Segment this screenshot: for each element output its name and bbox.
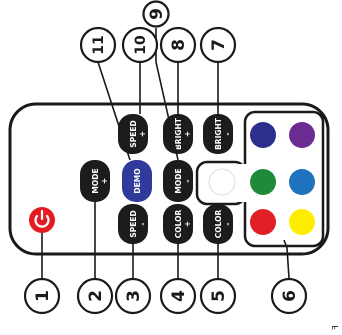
color-plus-label: COLOR: [174, 210, 183, 239]
bright-plus-label: BRIGHT: [174, 117, 183, 150]
callout-11: 11: [79, 26, 117, 64]
svg-text:9: 9: [147, 8, 167, 20]
callout-2: 2: [76, 277, 114, 315]
blue-key[interactable]: [250, 122, 276, 148]
callout-3: 3: [114, 277, 152, 315]
power-button[interactable]: [29, 207, 55, 233]
speed-plus-label: SPEED: [129, 120, 138, 147]
light-blue-key[interactable]: [289, 169, 315, 195]
mode-plus-label: MODE: [91, 168, 100, 193]
svg-text:2: 2: [86, 290, 106, 302]
speed-plus-sign: +: [138, 131, 147, 137]
speed-minus-label: SPEED: [129, 210, 138, 237]
bright-minus-label: BRIGHT: [214, 117, 223, 150]
bright-plus-sign: +: [183, 131, 192, 137]
color-minus-label: COLOR: [214, 210, 223, 239]
bright-plus-button[interactable]: BRIGHT +: [163, 114, 193, 154]
callout-1: 1: [23, 277, 61, 315]
color-minus-button[interactable]: COLOR -: [203, 204, 233, 244]
svg-text:6: 6: [280, 290, 300, 302]
callout-4: 4: [159, 277, 197, 315]
speed-minus-sign: -: [138, 222, 147, 225]
svg-text:3: 3: [124, 290, 144, 302]
svg-text:11: 11: [91, 35, 107, 54]
bright-minus-button[interactable]: BRIGHT -: [203, 114, 233, 154]
color-minus-sign: -: [223, 222, 232, 225]
power-icon: [34, 214, 50, 228]
corner-mark: ꟻ: [331, 325, 340, 330]
callout-5: 5: [199, 277, 237, 315]
yellow-key[interactable]: [289, 209, 315, 235]
callout-9: 9: [142, 0, 170, 28]
demo-label: DEMO: [133, 168, 142, 193]
callout-8: 8: [159, 26, 197, 64]
green-key[interactable]: [250, 169, 276, 195]
mode-plus-button[interactable]: MODE +: [80, 160, 110, 202]
svg-text:1: 1: [33, 290, 53, 302]
demo-button[interactable]: DEMO: [122, 160, 152, 202]
svg-text:5: 5: [209, 290, 229, 302]
callout-7: 7: [199, 26, 237, 64]
purple-key[interactable]: [289, 122, 315, 148]
color-plus-button[interactable]: COLOR +: [163, 204, 193, 244]
mode-plus-sign: +: [100, 178, 109, 184]
white-key[interactable]: [208, 168, 236, 196]
svg-text:8: 8: [169, 39, 189, 51]
speed-minus-button[interactable]: SPEED -: [118, 204, 148, 244]
red-key[interactable]: [250, 209, 276, 235]
svg-text:10: 10: [133, 35, 149, 55]
mode-minus-button[interactable]: MODE -: [163, 160, 193, 202]
speed-plus-button[interactable]: SPEED +: [118, 114, 148, 154]
svg-text:4: 4: [169, 290, 189, 302]
mode-minus-label: MODE: [174, 168, 183, 193]
callout-10: 10: [121, 26, 159, 64]
svg-text:7: 7: [209, 39, 229, 51]
callout-6: 6: [270, 277, 308, 315]
bright-minus-sign: -: [223, 132, 232, 135]
mode-minus-sign: -: [183, 179, 192, 182]
color-plus-sign: +: [183, 221, 192, 227]
